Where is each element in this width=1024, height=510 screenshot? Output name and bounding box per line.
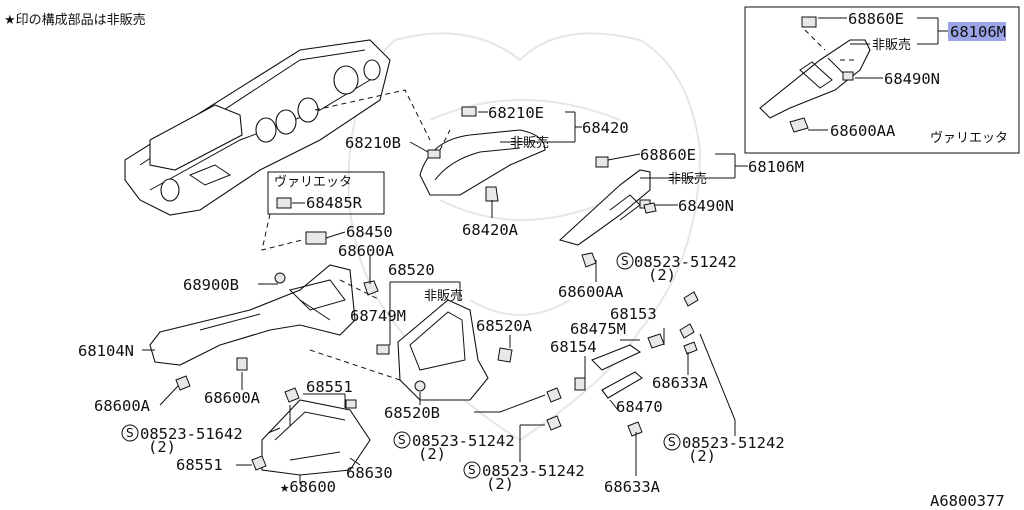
clip-icon (274, 272, 286, 284)
lower-cluster (149, 264, 356, 366)
label-68490N[interactable]: 68490N (678, 197, 734, 215)
ashtray-parts (574, 333, 665, 399)
not-for-sale-3: 非販売 (424, 288, 463, 304)
screw-symbol-s: S (668, 435, 676, 449)
label-68600AA[interactable]: 68600AA (558, 283, 624, 301)
label-68633A-b[interactable]: 68633A (604, 478, 661, 496)
clip-icon (345, 399, 357, 409)
dashed-guides (261, 89, 451, 381)
label-68520B[interactable]: 68520B (384, 404, 440, 422)
screw-icon (627, 421, 643, 437)
label-68600A-top[interactable]: 68600A (338, 242, 395, 260)
meter-hood (419, 106, 546, 202)
screw-icon (683, 291, 699, 307)
screw-icon (546, 415, 562, 431)
screw-icon (363, 280, 379, 296)
label-68633A-a[interactable]: 68633A (652, 374, 709, 392)
label-68900B[interactable]: 68900B (183, 276, 239, 294)
screw-symbol-icon (463, 461, 481, 479)
label-68153[interactable]: 68153 (610, 305, 657, 323)
clip-icon (801, 16, 817, 28)
screw-symbol-icon (393, 431, 411, 449)
inset-label-68106M[interactable]: 68106M (950, 23, 1006, 41)
label-68860E[interactable]: 68860E (640, 146, 696, 164)
label-68106M[interactable]: 68106M (748, 158, 804, 176)
label-68520A[interactable]: 68520A (476, 317, 533, 335)
inset-variant-panel: 68860E 68106M 非販売 68490N 68600AA ヴァリエッタ (744, 6, 1020, 154)
screw-icon (236, 357, 248, 371)
label-68210B[interactable]: 68210B (345, 134, 401, 152)
qty-a: (2) (648, 266, 676, 284)
inset-label-68600AA: 68600AA (830, 122, 896, 140)
variant-box-68485R: 68485R (306, 194, 363, 212)
screw-icon (175, 375, 191, 391)
dashboard-assembly (124, 39, 391, 216)
label-68551-a[interactable]: 68551 (306, 378, 353, 396)
glove-box (261, 399, 371, 476)
header-note: ★印の構成部品は非販売 (4, 12, 146, 28)
label-08523-51642[interactable]: 08523-51642 (140, 425, 243, 443)
screw-symbol-s: S (621, 254, 629, 268)
inset-label-68490N: 68490N (884, 70, 940, 88)
screw-icon (546, 387, 562, 403)
label-68210E[interactable]: 68210E (488, 104, 544, 122)
variant-box: ヴァリエッタ 68485R (267, 171, 385, 215)
screw-icon (284, 387, 300, 403)
qty-c: (2) (418, 445, 446, 463)
label-68475M[interactable]: 68475M (570, 320, 626, 338)
screw-icon (251, 455, 267, 471)
label-68470[interactable]: 68470 (616, 398, 663, 416)
cover-68450 (305, 231, 327, 245)
screw-symbol-icon (616, 252, 634, 270)
not-for-sale-1: 非販売 (510, 135, 549, 151)
not-for-sale-2: 非販売 (668, 171, 707, 187)
label-68600A-left[interactable]: 68600A (94, 397, 151, 415)
diagram-id: A6800377 (930, 492, 1005, 510)
screw-symbol-icon (121, 424, 139, 442)
clip-icon (414, 380, 426, 392)
label-68749M[interactable]: 68749M (350, 307, 406, 325)
watermark-emblem (347, 32, 702, 442)
label-68420A[interactable]: 68420A (462, 221, 519, 239)
screw-icon (789, 117, 809, 133)
inset-variant-label: ヴァリエッタ (930, 130, 1008, 146)
label-08523-51242-b[interactable]: 08523-51242 (412, 432, 515, 450)
label-68520[interactable]: 68520 (388, 261, 435, 279)
leader-lines (142, 111, 748, 484)
label-08523-51242-d[interactable]: 08523-51242 (682, 434, 785, 452)
label-08523-51242-c[interactable]: 08523-51242 (482, 462, 585, 480)
center-console (376, 299, 513, 401)
screw-icon (679, 323, 695, 339)
screw-symbol-s: S (126, 426, 134, 440)
screw-icon (683, 341, 698, 355)
variant-box-title: ヴァリエッタ (274, 174, 352, 190)
label-68450[interactable]: 68450 (346, 223, 393, 241)
screw-symbol-s: S (398, 433, 406, 447)
finisher-trim (558, 156, 651, 268)
label-68600-star[interactable]: ★68600 (280, 478, 336, 496)
highlight-68106M (948, 22, 1006, 41)
label-68630[interactable]: 68630 (346, 464, 393, 482)
qty-d: (2) (486, 475, 514, 493)
label-08523-51242-a[interactable]: 08523-51242 (634, 253, 737, 271)
label-68600A-mid[interactable]: 68600A (204, 389, 261, 407)
part-labels: 68210E 68420 68210B 非販売 68420A 68860E 68… (78, 104, 804, 496)
screw-symbol-s: S (468, 463, 476, 477)
screw-symbol-icon (663, 433, 681, 451)
label-68551-b[interactable]: 68551 (176, 456, 223, 474)
inset-not-for-sale: 非販売 (872, 37, 911, 53)
qty-e: (2) (688, 447, 716, 465)
label-68154[interactable]: 68154 (550, 338, 597, 356)
qty-b: (2) (148, 438, 176, 456)
screws (175, 202, 699, 471)
inset-label-68860E: 68860E (848, 10, 904, 28)
label-68104N[interactable]: 68104N (78, 342, 134, 360)
label-68420[interactable]: 68420 (582, 119, 629, 137)
